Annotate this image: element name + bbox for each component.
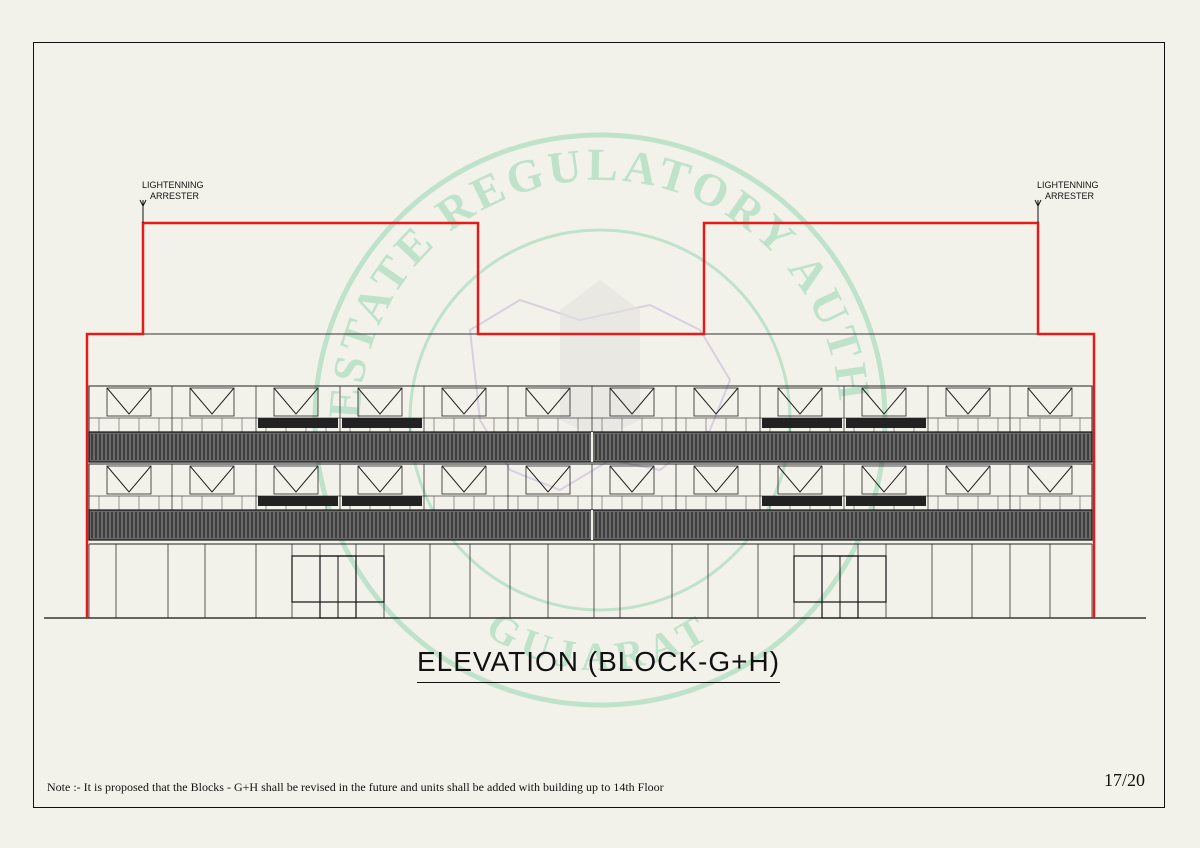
floor-band xyxy=(88,463,1093,541)
lightning-arrester-left-icon xyxy=(139,199,147,223)
floor-band xyxy=(88,385,1093,463)
page-number: 17/20 xyxy=(1104,770,1146,790)
building-outline xyxy=(85,221,1096,618)
lightning-arrester-right-label: LIGHTENNING ARRESTER xyxy=(1037,180,1099,201)
entrance-door xyxy=(793,555,887,619)
ground-floor-shopfronts xyxy=(88,543,1093,619)
drawing-title: ELEVATION (BLOCK-G+H) xyxy=(417,646,781,683)
facade-floors xyxy=(88,385,1093,541)
watermark-seal: REAL ESTATE REGULATORY AUTHORITY GUJARAT xyxy=(0,0,888,708)
entrance-door xyxy=(291,555,385,619)
lightning-arrester-right-icon xyxy=(1034,199,1042,223)
watermark-top-text: REAL ESTATE REGULATORY AUTHORITY xyxy=(0,0,877,420)
svg-text:REAL ESTATE REGULATORY AUTHORI: REAL ESTATE REGULATORY AUTHORITY xyxy=(0,0,881,420)
drawing-note: Note :- It is proposed that the Blocks -… xyxy=(47,780,664,794)
lightning-arrester-left-label: LIGHTENNING ARRESTER xyxy=(142,180,204,201)
drawing-frame xyxy=(33,42,1165,808)
